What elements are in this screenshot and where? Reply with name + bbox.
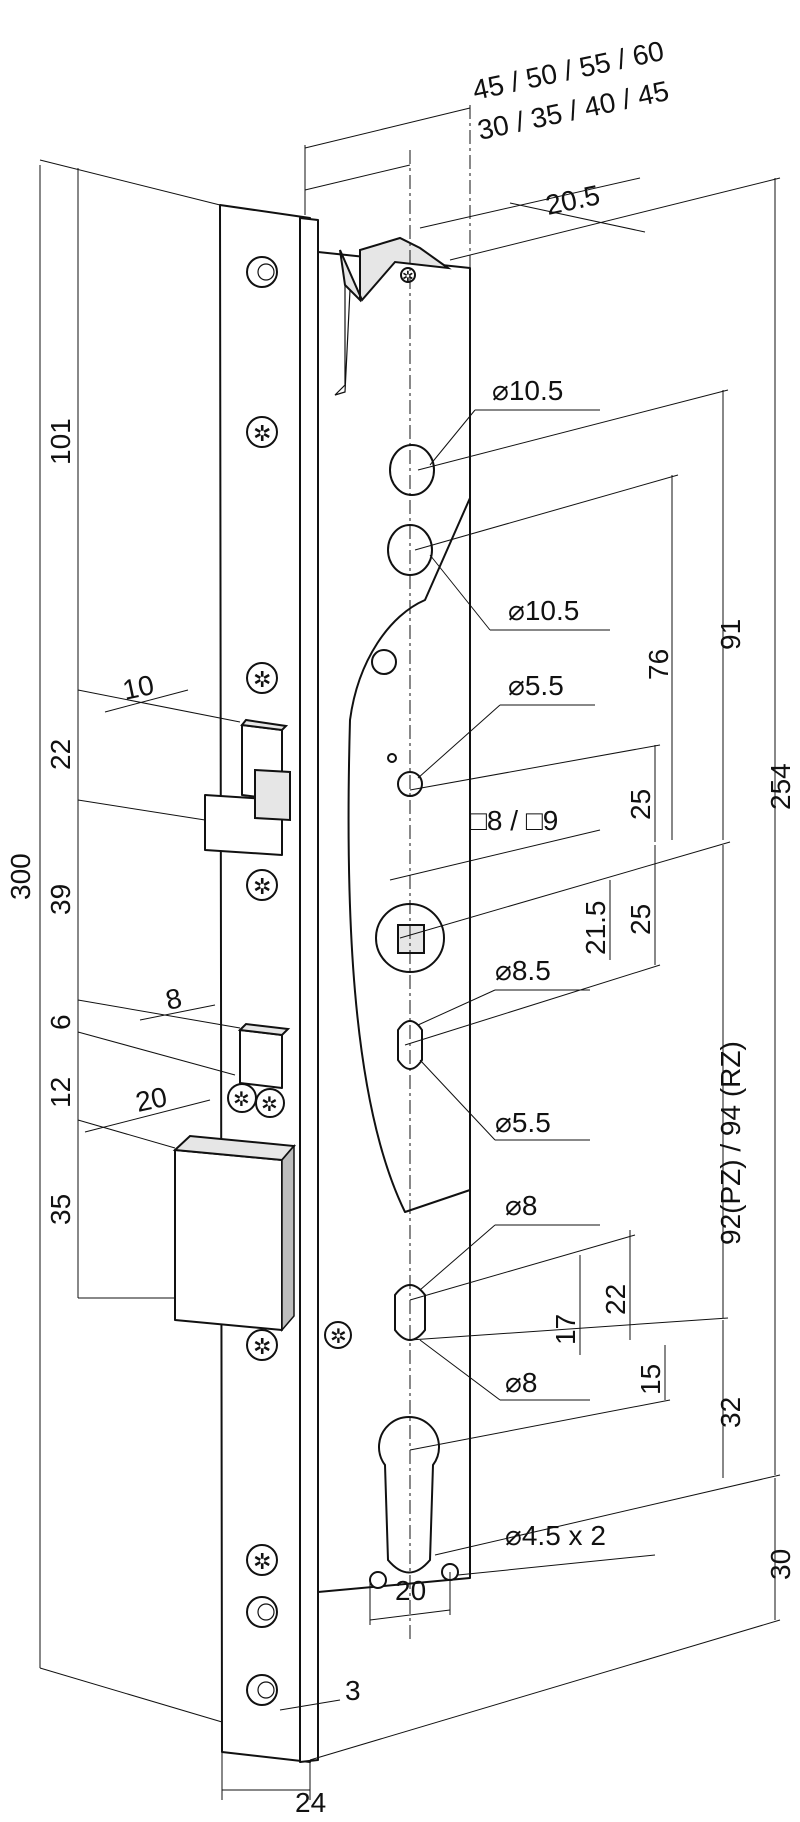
svg-text:✲: ✲ (261, 1094, 278, 1116)
aux-roller-2 (255, 1088, 285, 1118)
label-hole-pin-1: ⌀5.5 (508, 670, 564, 701)
label-hole-8-b: ⌀8 (505, 1367, 537, 1398)
profile-cylinder-cutout (378, 1416, 440, 1574)
lock-geometry: ✲ ✲ ✲ ✲ ✲ ✲ ✲ (172, 105, 471, 1763)
svg-text:✲: ✲ (253, 1334, 271, 1359)
label-face-thickness: 3 (345, 1675, 361, 1706)
label-dist-15: 15 (635, 1364, 666, 1395)
label-square: □8 / □9 (470, 805, 558, 836)
svg-text:✲: ✲ (253, 874, 271, 899)
label-dist-254: 254 (765, 763, 796, 810)
screw-hole-bottom-1 (246, 1596, 278, 1628)
label-face-width: 24 (295, 1787, 326, 1818)
top-wedge-arm (334, 285, 351, 396)
svg-text:✲: ✲ (253, 1549, 271, 1574)
label-dist-pz-rz: 92(PZ) / 94 (RZ) (715, 1041, 746, 1245)
label-cyl-width: 20 (395, 1575, 426, 1606)
label-bolt-throw: 20 (133, 1081, 170, 1118)
label-aux-6: 6 (45, 1014, 76, 1030)
label-aux-12: 12 (45, 1077, 76, 1108)
svg-text:✲: ✲ (402, 268, 414, 284)
label-bolt-gap: 39 (45, 884, 76, 915)
svg-text:✲: ✲ (253, 667, 271, 692)
label-hole-85: ⌀8.5 (495, 955, 551, 986)
screw-4 (246, 1329, 278, 1361)
label-dist-25-a: 25 (625, 789, 656, 820)
svg-text:✲: ✲ (233, 1089, 250, 1111)
label-hole-8-a: ⌀8 (505, 1190, 537, 1221)
case-screw-1 (324, 1321, 352, 1349)
screw-3 (246, 869, 278, 901)
cover-plate (347, 497, 471, 1213)
latch-bolt (204, 718, 291, 856)
hole-10-5-upper (389, 444, 435, 496)
screw-5 (246, 1544, 278, 1576)
label-total-height: 300 (5, 853, 36, 900)
label-hole-top-1: ⌀10.5 (492, 375, 563, 406)
label-latch-throw: 10 (120, 669, 157, 706)
screw-hole-top (246, 256, 278, 288)
label-dist-215: 21.5 (580, 901, 611, 956)
dead-bolt (172, 1134, 297, 1333)
label-hole-pin-2: ⌀5.5 (495, 1107, 551, 1138)
faceplate-edge (299, 217, 319, 1763)
case-screw-2 (400, 267, 416, 283)
screw-hole-bottom-2 (246, 1674, 278, 1706)
hole-4-5-left (369, 1571, 387, 1589)
label-top-offset: 20.5 (543, 179, 603, 221)
svg-text:✲: ✲ (253, 421, 271, 446)
label-dist-76: 76 (643, 649, 674, 680)
dimension-lines (39, 107, 781, 1800)
label-aux-throw: 8 (163, 982, 185, 1016)
svg-text:✲: ✲ (330, 1326, 347, 1348)
label-latch-height: 22 (45, 739, 76, 770)
screw-1 (246, 416, 278, 448)
follower-square (397, 924, 425, 954)
faceplate-screws: ✲ ✲ ✲ ✲ ✲ ✲ ✲ (246, 256, 416, 1706)
label-dist-32: 32 (715, 1397, 746, 1428)
label-dist-91: 91 (715, 619, 746, 650)
label-dist-25-b: 25 (625, 904, 656, 935)
label-hole-45: ⌀4.5 x 2 (505, 1520, 606, 1551)
label-hole-top-2: ⌀10.5 (508, 595, 579, 626)
screw-2 (246, 662, 278, 694)
auxiliary-latch: ✲ ✲ (227, 1022, 291, 1118)
label-dist-17: 17 (550, 1314, 581, 1345)
label-upper-height: 101 (45, 418, 76, 465)
label-dist-30: 30 (765, 1549, 796, 1580)
label-bolt-height: 35 (45, 1194, 76, 1225)
label-dist-22: 22 (600, 1284, 631, 1315)
case-holes (369, 444, 459, 1589)
